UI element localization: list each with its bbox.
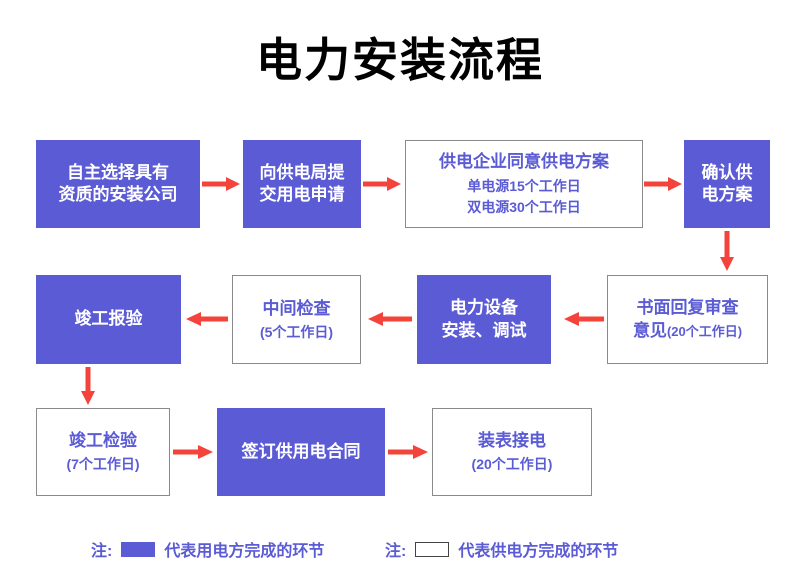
node-line-3: 双电源30个工作日 (467, 199, 581, 216)
legend-prefix: 注: (91, 543, 113, 560)
node-meter-install-connect[interactable]: 装表接电 (20个工作日) (432, 408, 592, 496)
node-line-1: 竣工检验 (69, 431, 137, 451)
legend-utility-side: 注: 代表供电方完成的环节 (385, 537, 618, 561)
node-submit-application[interactable]: 向供电局提 交用电申请 (243, 140, 361, 228)
arrow-n8-to-n9 (76, 365, 100, 409)
arrow-n7-to-n8 (182, 307, 230, 331)
node-line-1: 签订供用电合同 (241, 441, 361, 461)
node-utility-approves-plan[interactable]: 供电企业同意供电方案 单电源15个工作日 双电源30个工作日 (405, 140, 643, 228)
node-written-review-reply[interactable]: 书面回复审查 意见(20个工作日) (607, 275, 768, 364)
node-completion-acceptance[interactable]: 竣工检验 (7个工作日) (36, 408, 170, 496)
node-line-2: 单电源15个工作日 (467, 177, 581, 194)
node-confirm-power-plan[interactable]: 确认供 电方案 (684, 140, 770, 228)
node-line-2: (20个工作日) (471, 456, 553, 473)
node-line-2: (5个工作日) (259, 323, 334, 340)
legend-customer-side: 注: 代表用电方完成的环节 (91, 537, 324, 561)
node-line-1: 供电企业同意供电方案 (439, 152, 609, 172)
node-line-2-text: 意见 (632, 320, 667, 340)
legend-label: 代表用电方完成的环节 (164, 543, 325, 560)
node-self-select-installer[interactable]: 自主选择具有 资质的安装公司 (36, 140, 200, 228)
node-line-1: 装表接电 (478, 431, 546, 451)
node-line-1: 向供电局提 (259, 162, 345, 182)
arrow-n10-to-n11 (386, 440, 432, 464)
node-line-2-note: (20个工作日) (666, 323, 743, 339)
node-line-1: 自主选择具有 (67, 162, 169, 182)
arrow-n6-to-n7 (364, 307, 414, 331)
node-line-1: 书面回复审查 (636, 298, 739, 318)
node-line-2: 交用电申请 (259, 185, 345, 204)
arrow-n5-to-n6 (560, 307, 606, 331)
node-line-2: 电方案 (701, 185, 753, 204)
node-sign-supply-contract[interactable]: 签订供用电合同 (217, 408, 385, 496)
legend-prefix: 注: (385, 543, 407, 560)
node-equipment-install-debug[interactable]: 电力设备 安装、调试 (417, 275, 551, 364)
page-title: 电力安装流程 (256, 34, 544, 86)
node-line-1: 电力设备 (450, 298, 518, 318)
node-line-1: 竣工报验 (74, 309, 143, 329)
node-line-2: 意见(20个工作日) (633, 320, 742, 342)
arrow-n9-to-n10 (171, 440, 217, 464)
legend-swatch-filled (121, 541, 156, 557)
arrow-n2-to-n3 (361, 172, 405, 196)
arrow-n3-to-n4 (642, 172, 686, 196)
node-completion-report[interactable]: 竣工报验 (36, 275, 181, 364)
node-line-1: 确认供 (701, 162, 753, 182)
arrow-n1-to-n2 (200, 172, 244, 196)
node-line-2: 安装、调试 (441, 320, 527, 340)
node-line-2: 资质的安装公司 (58, 185, 178, 204)
node-line-2: (7个工作日) (66, 456, 140, 473)
node-line-1: 中间检查 (262, 298, 331, 318)
arrow-n4-to-n5 (715, 229, 739, 275)
node-intermediate-inspection[interactable]: 中间检查 (5个工作日) (232, 275, 361, 364)
legend-label: 代表供电方完成的环节 (458, 543, 619, 560)
legend-swatch-outline (415, 541, 450, 557)
